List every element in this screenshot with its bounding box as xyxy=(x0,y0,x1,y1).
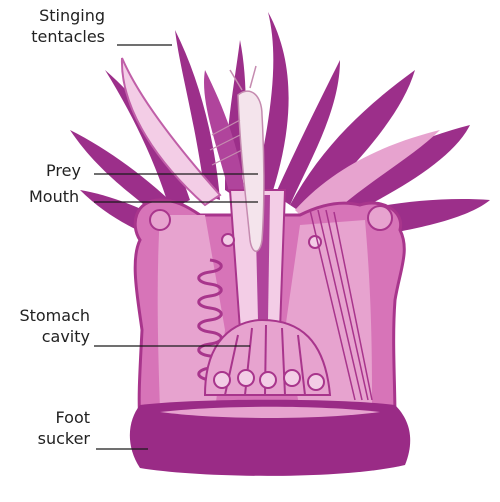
label-stomach-cavity-line2: cavity xyxy=(4,326,90,347)
anemone-body xyxy=(135,190,404,420)
body-node xyxy=(368,206,392,230)
label-stinging-tentacles-line1: Stinging xyxy=(4,5,105,26)
label-prey-text: Prey xyxy=(46,161,81,180)
label-stinging-tentacles-line2: tentacles xyxy=(4,26,105,47)
gonad xyxy=(238,370,254,386)
label-stinging-tentacles: Stinging tentacles xyxy=(4,5,105,47)
label-foot-sucker-line1: Foot xyxy=(4,407,90,428)
label-stomach-cavity: Stomach cavity xyxy=(4,305,90,347)
label-mouth: Mouth xyxy=(29,186,79,207)
label-foot-sucker-line2: sucker xyxy=(4,428,90,449)
label-mouth-text: Mouth xyxy=(29,187,79,206)
gonad xyxy=(260,372,276,388)
gonad xyxy=(308,374,324,390)
label-prey: Prey xyxy=(46,160,81,181)
label-stomach-cavity-line1: Stomach xyxy=(4,305,90,326)
body-node xyxy=(150,210,170,230)
foot-sucker xyxy=(130,400,410,476)
gonad xyxy=(284,370,300,386)
label-foot-sucker: Foot sucker xyxy=(4,407,90,449)
gonad xyxy=(214,372,230,388)
body-node xyxy=(222,234,234,246)
